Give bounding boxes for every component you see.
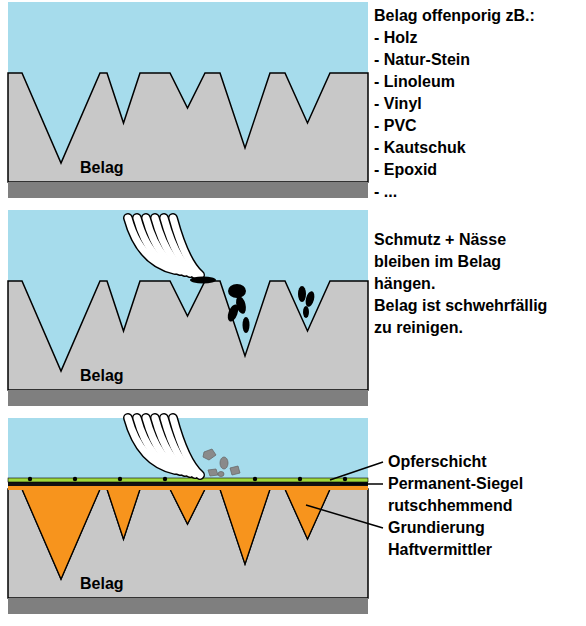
list-item: - Kautschuk [374,138,466,158]
material-label: Belag [80,366,124,386]
primer-fill [22,489,330,579]
list-item: - PVC [374,116,417,136]
list-item: - ... [374,182,397,202]
note-text: Schmutz + Nässe [374,230,506,250]
list-item: - Natur-Stein [374,50,470,70]
primer-layer [8,486,368,490]
list-item: - Vinyl [374,94,422,114]
subfloor [8,598,368,614]
list-item: - Holz [374,28,418,48]
floor-covering [8,489,368,598]
layer-label: rutschhemmend [388,496,512,516]
floor-covering [8,73,368,182]
list-item: - Linoleum [374,72,455,92]
material-label: Belag [80,158,124,178]
note-text: Belag ist schwehrfällig [374,296,547,316]
layer-label: Permanent-Siegel [388,474,523,494]
note-text: zu reinigen. [374,318,463,338]
floor-covering [8,281,368,390]
dirt-particles [190,277,316,334]
air-background [8,418,368,614]
note-text: hängen. [374,274,435,294]
permanent-seal-layer [8,482,368,486]
list-heading: Belag offenporig zB.: [374,6,535,26]
subfloor [8,390,368,406]
seal-dots [28,477,347,481]
subfloor [8,182,368,198]
sacrificial-layer [8,478,368,482]
mop [128,218,200,275]
air-background [8,2,368,198]
layer-label: Haftvermittler [388,540,492,560]
layer-label: Grundierung [388,518,485,538]
air-background [8,210,368,406]
list-item: - Epoxid [374,160,437,180]
material-label: Belag [80,574,124,594]
layer-label: Opferschicht [388,452,487,472]
note-text: bleiben im Belag [374,252,501,272]
leader-lines [306,462,383,528]
mop [128,418,200,475]
loose-dirt [203,449,240,477]
